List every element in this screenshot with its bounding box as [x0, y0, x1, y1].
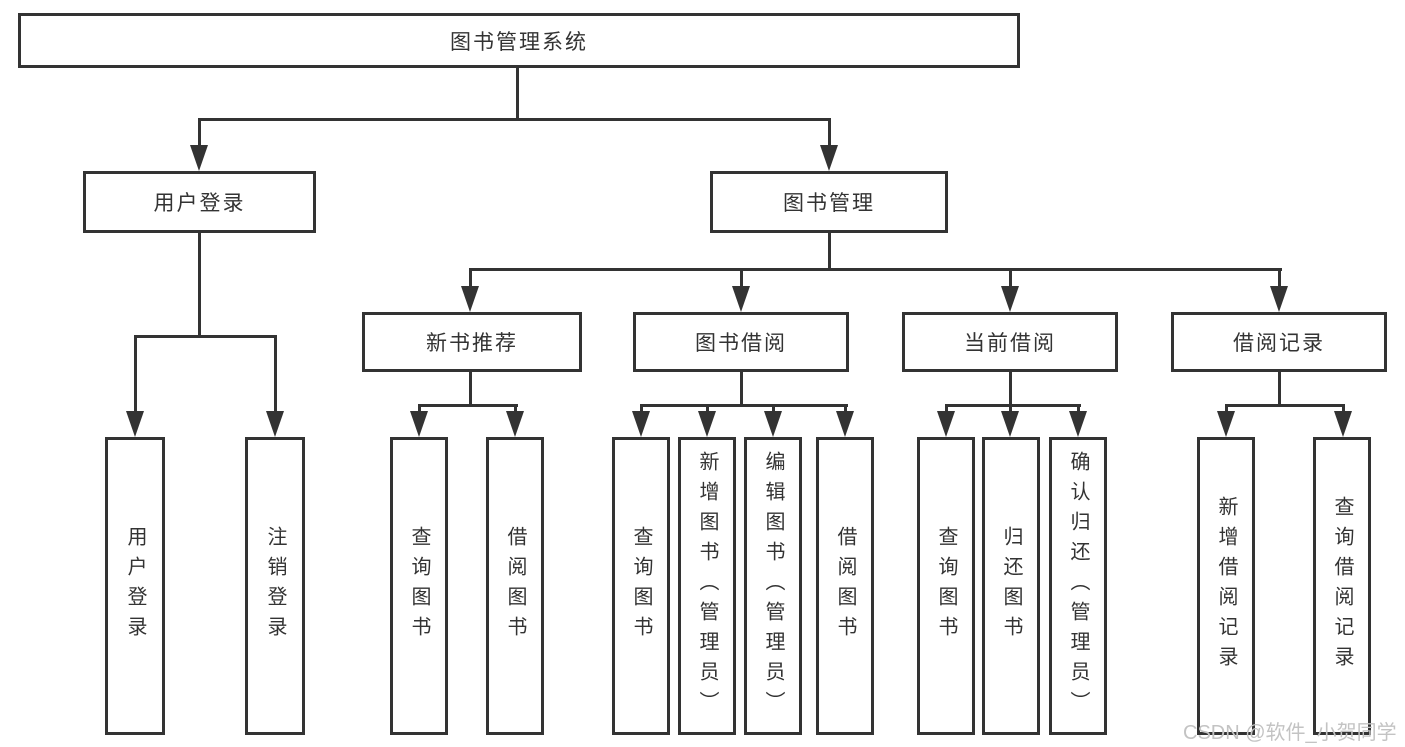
connector-line	[514, 404, 517, 414]
connector-line	[418, 404, 518, 407]
node-leaf-cb-confirm-return: 确认归还（管理员）	[1049, 437, 1107, 735]
node-library-management-system: 图书管理系统	[18, 13, 1020, 68]
connector-line	[1278, 372, 1281, 407]
node-label: 查询图书	[630, 526, 652, 646]
node-label: 用户登录	[153, 192, 246, 215]
arrow-down-icon	[1001, 286, 1019, 312]
node-label: 查询图书	[935, 526, 957, 646]
connector-line	[469, 268, 472, 290]
node-leaf-user-login: 用户登录	[105, 437, 165, 735]
arrow-down-icon	[698, 411, 716, 437]
node-label: 图书管理	[783, 192, 875, 215]
node-label: 图书借阅	[695, 332, 787, 355]
node-leaf-cb-query-book: 查询图书	[917, 437, 975, 735]
connector-line	[1278, 268, 1281, 290]
node-book-management-branch: 图书管理	[710, 171, 948, 233]
node-leaf-nb-borrow-book: 借阅图书	[486, 437, 544, 735]
node-current-borrow: 当前借阅	[902, 312, 1118, 372]
connector-line	[516, 67, 519, 120]
connector-line	[945, 404, 948, 414]
node-borrow-record: 借阅记录	[1171, 312, 1387, 372]
arrow-down-icon	[1270, 286, 1288, 312]
connector-line	[640, 404, 848, 407]
connector-line	[1225, 404, 1345, 407]
arrow-down-icon	[1217, 411, 1235, 437]
node-label: 借阅图书	[834, 526, 856, 646]
node-label: 注销登录	[264, 526, 286, 646]
connector-line	[706, 404, 709, 414]
arrow-down-icon	[632, 411, 650, 437]
connector-line	[134, 335, 137, 412]
arrow-down-icon	[461, 286, 479, 312]
connector-line	[1077, 404, 1080, 414]
connector-line	[274, 335, 277, 412]
arrow-down-icon	[506, 411, 524, 437]
node-leaf-cb-return-book: 归还图书	[982, 437, 1040, 735]
connector-line	[1225, 404, 1228, 414]
node-leaf-logout: 注销登录	[245, 437, 305, 735]
node-leaf-bb-query-book: 查询图书	[612, 437, 670, 735]
node-book-borrow: 图书借阅	[633, 312, 849, 372]
node-label: 用户登录	[124, 526, 146, 646]
csdn-watermark: CSDN @软件_小贺同学	[1183, 722, 1397, 744]
connector-line	[844, 404, 847, 414]
node-leaf-bb-add-book: 新增图书（管理员）	[678, 437, 736, 735]
arrow-down-icon	[1334, 411, 1352, 437]
node-label: 查询借阅记录	[1331, 496, 1353, 676]
arrow-down-icon	[836, 411, 854, 437]
arrow-down-icon	[1069, 411, 1087, 437]
connector-line	[134, 335, 277, 338]
connector-line	[198, 118, 201, 148]
node-label: 图书管理系统	[450, 30, 588, 54]
connector-line	[198, 118, 831, 121]
connector-line	[828, 118, 831, 148]
connector-line	[640, 404, 643, 414]
node-leaf-bb-borrow-book: 借阅图书	[816, 437, 874, 735]
arrow-down-icon	[126, 411, 144, 437]
node-label: 新增借阅记录	[1215, 496, 1237, 676]
node-label: 新增图书（管理员）	[696, 451, 718, 721]
connector-line	[198, 233, 201, 338]
connector-line	[740, 372, 743, 407]
connector-line	[828, 233, 831, 271]
node-label: 查询图书	[408, 526, 430, 646]
arrow-down-icon	[820, 145, 838, 171]
arrow-down-icon	[764, 411, 782, 437]
connector-line	[469, 268, 1282, 271]
node-new-book-recommend: 新书推荐	[362, 312, 582, 372]
connector-line	[740, 268, 743, 290]
node-label: 编辑图书（管理员）	[762, 451, 784, 721]
node-leaf-br-add-record: 新增借阅记录	[1197, 437, 1255, 735]
arrow-down-icon	[732, 286, 750, 312]
node-label: 借阅图书	[504, 526, 526, 646]
node-label: 确认归还（管理员）	[1067, 451, 1089, 721]
connector-line	[1009, 268, 1012, 290]
connector-line	[1342, 404, 1345, 414]
connector-line	[1009, 372, 1012, 407]
connector-line	[1009, 404, 1012, 414]
node-leaf-nb-query-book: 查询图书	[390, 437, 448, 735]
connector-line	[469, 372, 472, 407]
connector-line	[418, 404, 421, 414]
connector-line	[945, 404, 1081, 407]
node-leaf-bb-edit-book: 编辑图书（管理员）	[744, 437, 802, 735]
node-label: 借阅记录	[1233, 332, 1325, 355]
arrow-down-icon	[410, 411, 428, 437]
node-user-login-branch: 用户登录	[83, 171, 316, 233]
arrow-down-icon	[190, 145, 208, 171]
node-label: 归还图书	[1000, 526, 1022, 646]
arrow-down-icon	[1001, 411, 1019, 437]
connector-line	[772, 404, 775, 414]
node-leaf-br-query-record: 查询借阅记录	[1313, 437, 1371, 735]
arrow-down-icon	[266, 411, 284, 437]
arrow-down-icon	[937, 411, 955, 437]
node-label: 新书推荐	[426, 332, 518, 355]
node-label: 当前借阅	[964, 332, 1056, 355]
